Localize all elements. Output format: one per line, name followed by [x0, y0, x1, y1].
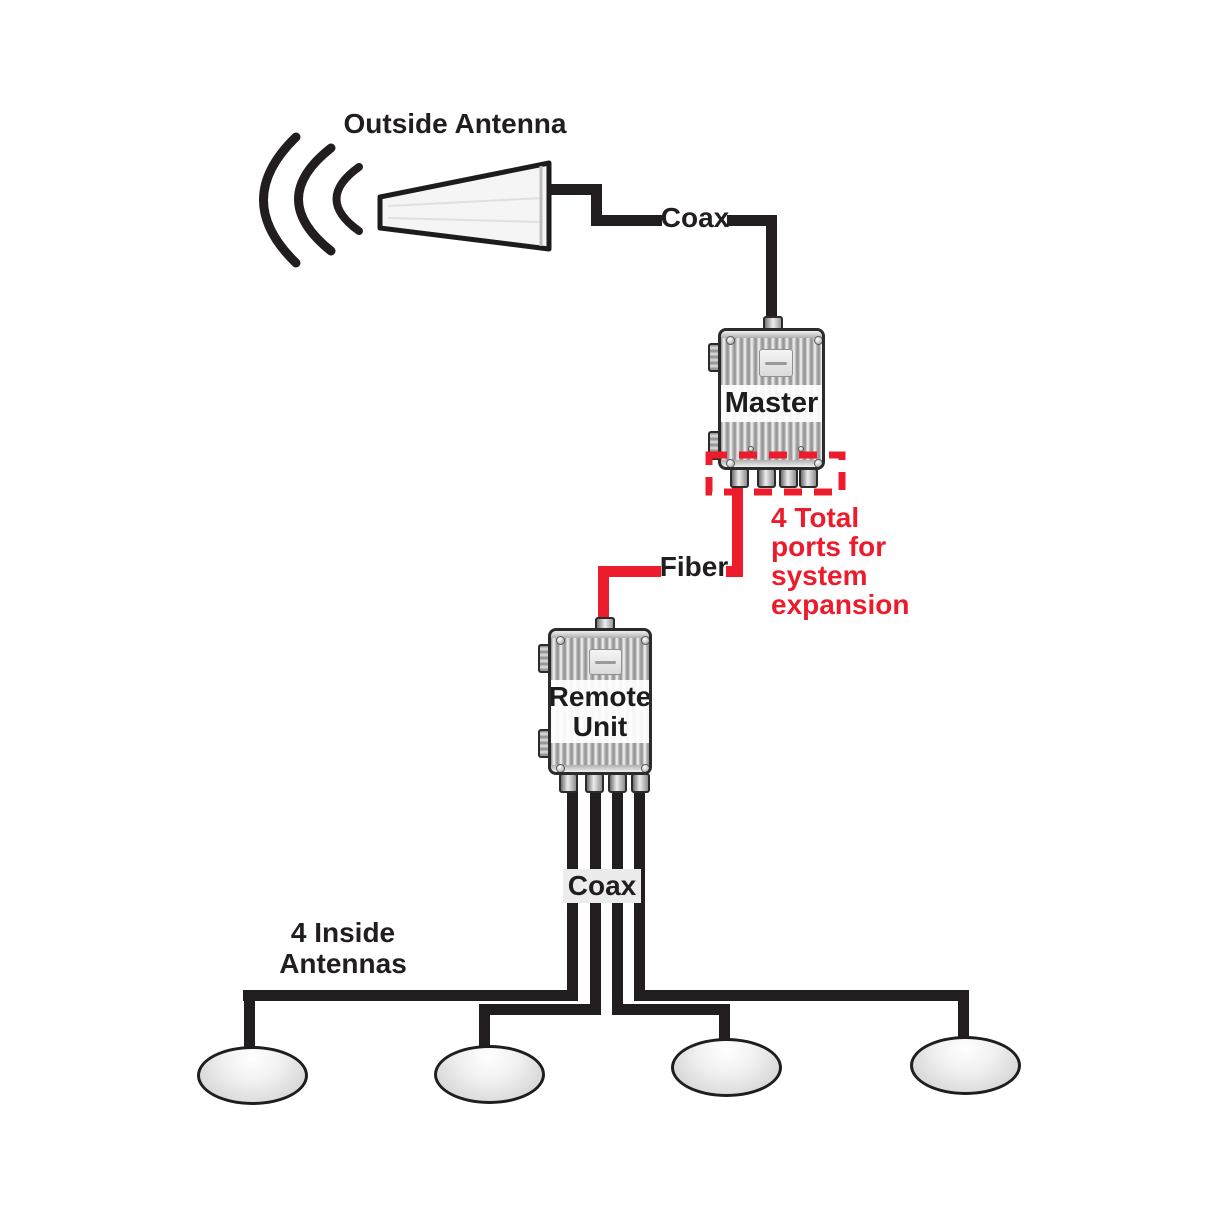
inside-dome-antenna	[434, 1045, 545, 1104]
signal-wave-icon	[332, 163, 363, 235]
coax-cable-segment	[719, 1004, 730, 1042]
inside-dome-antenna	[910, 1036, 1021, 1095]
remote-output-port	[559, 773, 578, 793]
remote-unit-label: Remote Unit	[548, 680, 652, 743]
remote-bottom-cap	[551, 765, 649, 772]
signal-wave-icon	[259, 132, 301, 268]
coax-cable-segment	[243, 990, 578, 1001]
expansion-ports-callout-box	[705, 451, 846, 496]
coax-cable-segment	[549, 184, 602, 195]
brand-plate	[759, 349, 793, 377]
fiber-cable-segment	[598, 566, 609, 628]
inside-antennas-label: 4 Inside Antennas	[279, 917, 407, 979]
master-expansion-port	[757, 468, 776, 488]
coax-cable-segment	[244, 990, 255, 1048]
brand-logo-mark	[594, 660, 617, 664]
coax-cable-segment	[479, 1004, 601, 1015]
screw-icon	[814, 459, 822, 467]
outside-antenna-graphic	[259, 132, 552, 268]
screw-icon	[726, 459, 735, 467]
remote-unit-body: Remote Unit	[548, 628, 652, 775]
fiber-cable-segment	[732, 484, 743, 577]
fiber-label: Fiber	[659, 551, 729, 582]
master-bottom-cap	[721, 460, 822, 467]
screw-icon	[641, 764, 649, 772]
master-label: Master	[721, 385, 822, 422]
coax-cable-segment	[958, 990, 969, 1040]
screw-icon	[556, 636, 565, 645]
master-expansion-port	[779, 468, 798, 488]
coax-cable-segment	[591, 184, 602, 226]
coax-label-bottom: Coax	[567, 870, 637, 901]
remote-output-port	[585, 773, 604, 793]
remote-unit: Remote Unit	[538, 617, 652, 793]
screw-icon	[814, 336, 822, 345]
fiber-cable-segment	[598, 566, 661, 577]
antenna-seam-lines	[387, 197, 544, 223]
master-expansion-port	[799, 468, 818, 488]
coax-label-bottom-band: Coax	[563, 869, 641, 903]
master-unit: Master	[708, 316, 825, 488]
master-expansion-port	[730, 468, 749, 488]
expansion-note: 4 Total ports for system expansion	[771, 502, 910, 620]
screw-icon	[641, 636, 649, 645]
remote-output-port	[608, 773, 627, 793]
coax-cable-segment	[479, 1004, 490, 1048]
coax-cable-segment	[612, 1004, 730, 1015]
coax-label-top: Coax	[660, 202, 730, 233]
coax-cable-segment	[766, 215, 777, 328]
inside-dome-antenna	[671, 1038, 782, 1097]
brand-logo-mark	[764, 361, 788, 365]
master-top-cap	[721, 331, 822, 338]
brand-plate	[589, 649, 622, 675]
inside-dome-antenna	[197, 1046, 308, 1105]
screw-icon	[556, 764, 565, 772]
remote-output-port	[631, 773, 650, 793]
coax-cable-segment	[727, 215, 777, 226]
coax-cable-segment	[634, 990, 969, 1001]
coax-cable-segment	[591, 215, 662, 226]
signal-wave-icon	[294, 143, 336, 256]
remote-top-cap	[551, 631, 649, 638]
directional-antenna-icon	[377, 160, 552, 252]
screw-icon	[726, 336, 735, 345]
fiber-cable-segment	[726, 566, 743, 577]
outside-antenna-label: Outside Antenna	[343, 108, 567, 139]
